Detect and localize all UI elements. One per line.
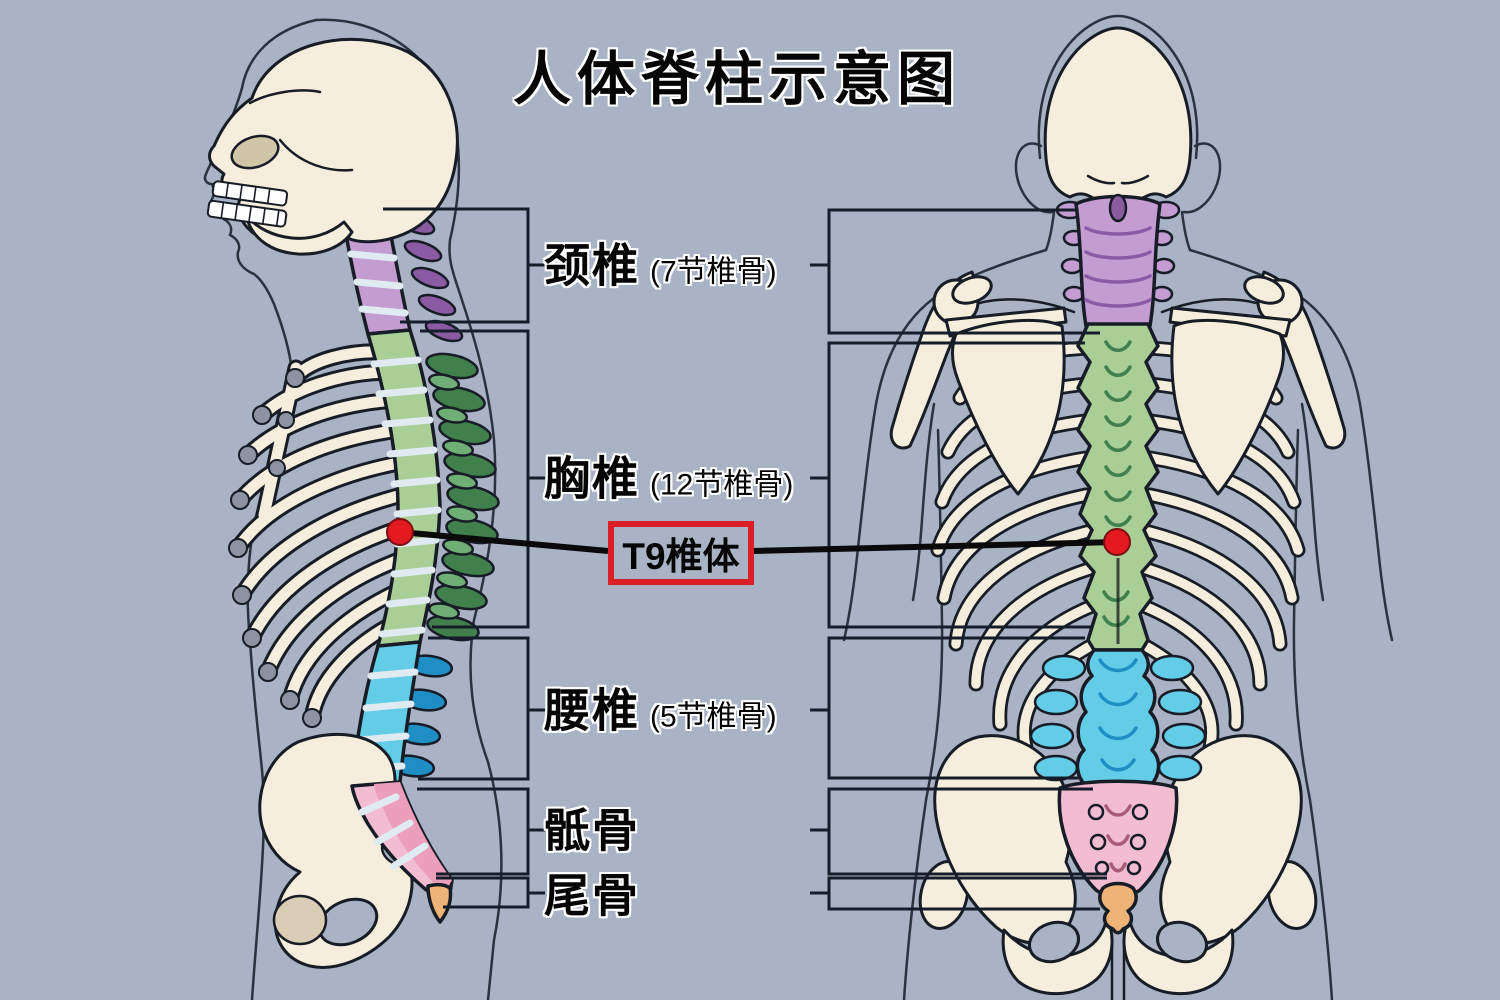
- label-sacrum-name: 骶骨: [544, 804, 640, 857]
- ischial-shade: [272, 894, 328, 946]
- posterior-cervical-spine: [1055, 193, 1181, 328]
- posterior-sacrum: [1057, 779, 1179, 899]
- disc-lines: [370, 356, 442, 638]
- posterior-coccyx: [1098, 881, 1138, 935]
- left-bracket-lines: [383, 207, 545, 909]
- posterior-thoracic-spine: [1076, 322, 1160, 652]
- posterior-figure: [842, 14, 1394, 1000]
- left-label-ticks: [528, 263, 545, 895]
- lateral-coccyx: [426, 882, 453, 924]
- lateral-thoracic-spine: [366, 328, 500, 648]
- label-cervical: 颈椎 (7节椎骨): [544, 229, 777, 295]
- label-lumbar: 腰椎 (5节椎骨): [544, 674, 777, 740]
- t9-label-box: T9椎体: [608, 521, 754, 585]
- t9-dot-lateral: [386, 518, 414, 546]
- lateral-skull: [206, 37, 459, 256]
- label-cervical-detail: (7节椎骨): [650, 255, 777, 289]
- sacrum-shade: [374, 782, 452, 894]
- sacral-foramina: [1087, 803, 1149, 876]
- diagram-title: 人体脊柱示意图: [512, 47, 962, 112]
- label-lumbar-detail: (5节椎骨): [650, 700, 777, 734]
- lumbar-wings: [1029, 654, 1207, 782]
- sacral-crest-marks: [1104, 804, 1132, 873]
- disc-lines: [351, 668, 419, 774]
- right-label-ticks: [810, 263, 829, 895]
- cervical-segment-lines: [1084, 226, 1152, 308]
- odontoid: [1108, 193, 1128, 223]
- thoracic-spinous-marks: [1102, 340, 1132, 627]
- rib-cartilage-tips: [228, 368, 322, 728]
- t9-label-text: T9椎体: [622, 536, 740, 577]
- label-thoracic-detail: (12节椎骨): [650, 468, 794, 502]
- lateral-sacrum: [350, 780, 454, 908]
- lateral-figure: [203, 18, 503, 1000]
- label-sacrum: 骶骨: [544, 794, 640, 860]
- disc-lines: [358, 793, 429, 870]
- label-lumbar-name: 腰椎: [544, 684, 640, 737]
- posterior-lumbar-spine: [1029, 648, 1207, 788]
- label-coccyx-name: 尾骨: [544, 869, 640, 922]
- label-thoracic-name: 胸椎: [544, 452, 640, 505]
- eye-socket: [230, 134, 280, 170]
- t9-dot-posterior: [1103, 528, 1131, 556]
- label-thoracic: 胸椎 (12节椎骨): [544, 442, 793, 508]
- t9-marker: [386, 518, 1131, 556]
- posterior-skull: [1043, 26, 1193, 204]
- label-coccyx: 尾骨: [544, 859, 640, 925]
- lumbar-spinous-marks: [1098, 658, 1138, 772]
- t9-connector-right: [751, 539, 1118, 554]
- label-cervical-name: 颈椎: [544, 239, 640, 292]
- teeth: [206, 180, 289, 228]
- right-bracket-lines: [810, 208, 1107, 911]
- t9-connector-left: [399, 529, 609, 554]
- thoracic-processes: [425, 352, 500, 642]
